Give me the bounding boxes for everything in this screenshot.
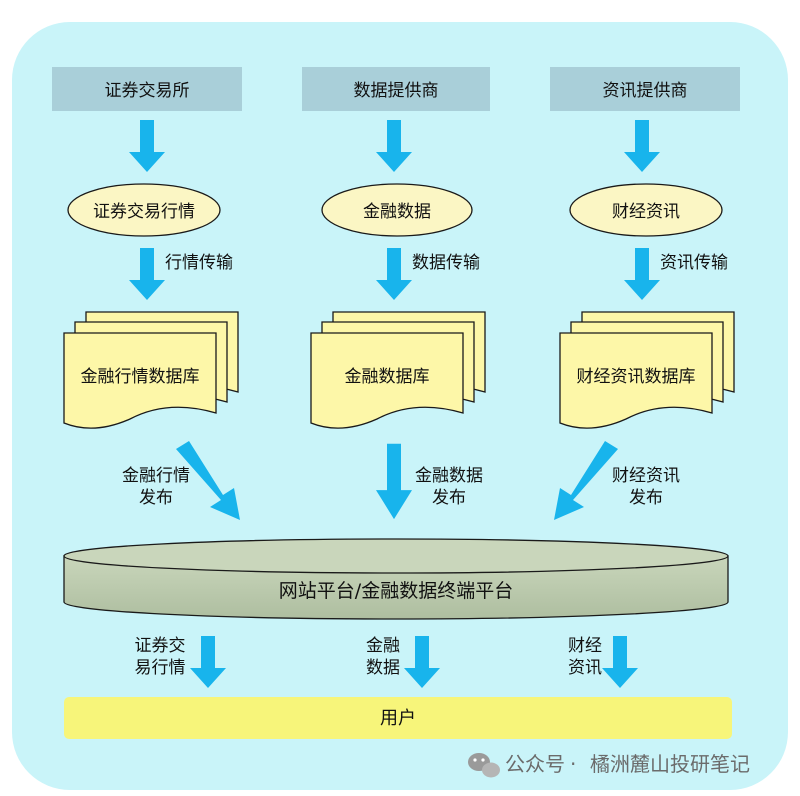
transmission-data-label: 数据传输 (412, 253, 480, 273)
watermark-separator: · (570, 752, 576, 776)
deliver-news-line2: 资讯 (568, 658, 602, 678)
wechat-icon (468, 753, 500, 778)
publish-news-line2: 发布 (629, 488, 663, 508)
arrow-publish-news (554, 441, 618, 520)
user-bar: 用户 (64, 697, 732, 739)
product-data-label: 金融数据 (363, 202, 431, 222)
transmission-news-label: 资讯传输 (660, 253, 728, 273)
product-ellipse-news: 财经资讯 (569, 183, 723, 237)
watermark-prefix: 公众号 (505, 752, 565, 776)
source-info-vendor-label: 资讯提供商 (603, 81, 688, 101)
product-news-label: 财经资讯 (612, 202, 680, 222)
user-label: 用户 (380, 708, 416, 729)
publish-data-line2: 发布 (432, 488, 466, 508)
transmission-quotes-label: 行情传输 (165, 253, 233, 273)
publish-quotes-line2: 发布 (139, 488, 173, 508)
product-ellipse-data: 金融数据 (321, 183, 473, 237)
source-box-info-vendor: 资讯提供商 (550, 67, 740, 111)
publish-quotes-line1: 金融行情 (122, 466, 190, 486)
source-box-data-vendor: 数据提供商 (302, 67, 490, 111)
source-data-vendor-label: 数据提供商 (354, 81, 439, 101)
arrow-publish-quotes (176, 441, 240, 520)
deliver-quotes-line2: 易行情 (135, 658, 186, 678)
platform-label: 网站平台/金融数据终端平台 (279, 580, 513, 602)
database-stack-news (559, 311, 735, 429)
deliver-news-line1: 财经 (568, 636, 602, 656)
platform-cylinder (63, 538, 729, 620)
deliver-quotes-line1: 证券交 (135, 636, 186, 656)
source-exchange-label: 证券交易所 (105, 81, 190, 101)
database-stack-data (310, 311, 486, 429)
deliver-data-line2: 数据 (366, 658, 400, 678)
database-quotes-label: 金融行情数据库 (81, 367, 200, 387)
publish-data-line1: 金融数据 (415, 466, 483, 486)
deliver-data-line1: 金融 (366, 636, 400, 656)
database-news-label: 财经资讯数据库 (577, 367, 696, 387)
publish-news-line1: 财经资讯 (612, 466, 680, 486)
watermark-account: 橘洲麓山投研笔记 (590, 752, 750, 776)
product-quotes-label: 证券交易行情 (93, 202, 195, 222)
product-ellipse-quotes: 证券交易行情 (67, 183, 221, 237)
database-data-label: 金融数据库 (345, 367, 430, 387)
source-box-exchange: 证券交易所 (52, 67, 242, 111)
database-stack-quotes (63, 311, 239, 429)
